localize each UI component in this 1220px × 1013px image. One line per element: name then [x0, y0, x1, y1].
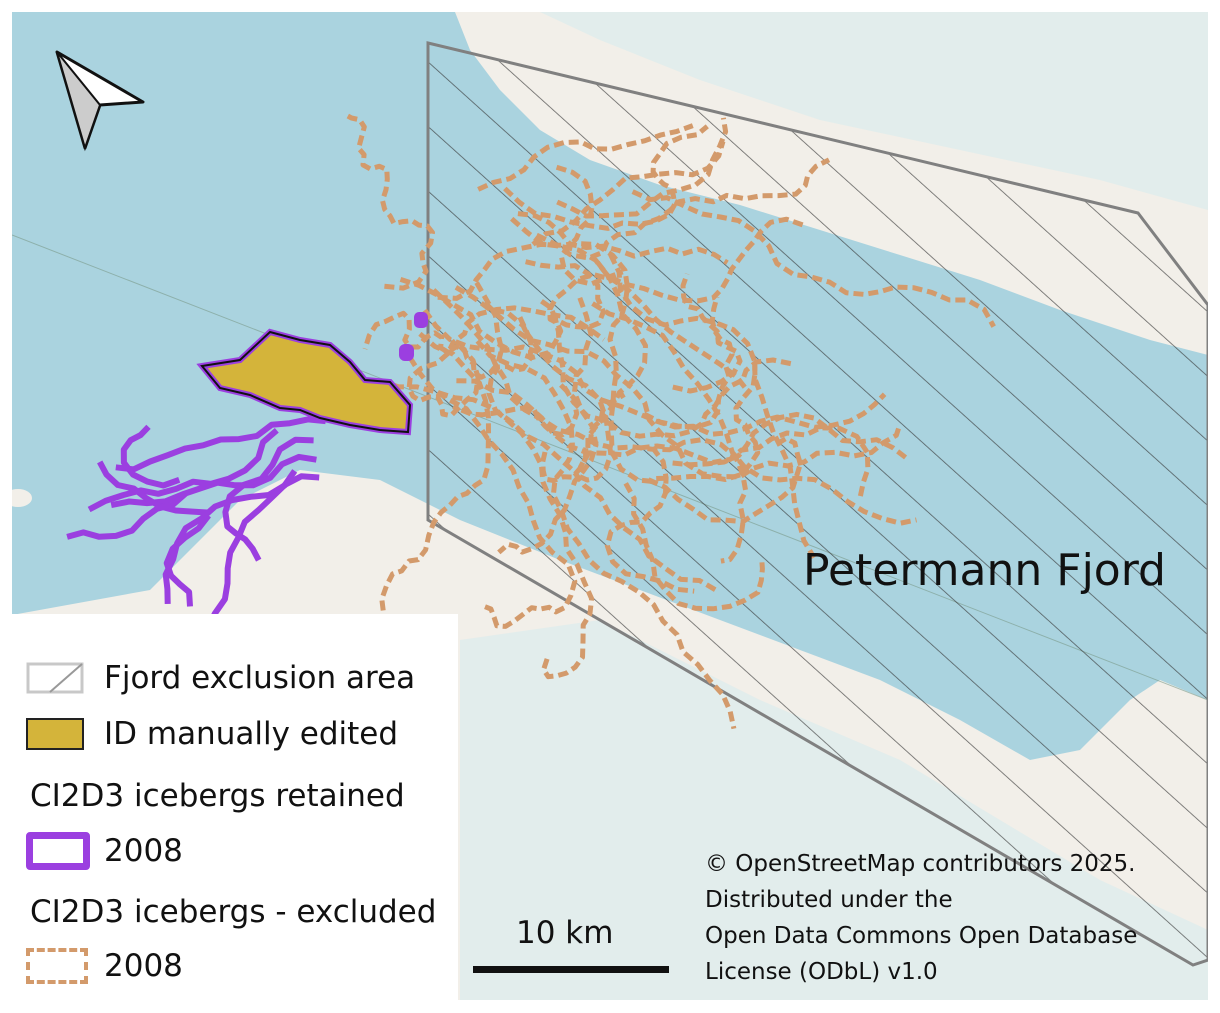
iceberg-track [531, 140, 726, 247]
iceberg-track [555, 164, 624, 287]
fill-swatch-icon [26, 718, 84, 750]
iceberg-track [475, 339, 737, 730]
attribution-line: Distributed under the [705, 887, 953, 913]
map-canvas[interactable] [12, 12, 1208, 1000]
ice-north [540, 12, 1208, 210]
manually-edited-iceberg-outline [200, 330, 412, 434]
excluded-iceberg-tracks [343, 111, 996, 730]
iceberg-track [551, 312, 792, 439]
north-arrow-icon [55, 50, 145, 152]
iceberg-track [222, 436, 314, 562]
legend-label: Fjord exclusion area [104, 660, 416, 696]
scale-bar [473, 966, 669, 973]
iceberg-track [205, 473, 320, 631]
purple-outline-swatch-icon [26, 832, 90, 870]
iceberg-track [642, 296, 735, 430]
iceberg-track [452, 383, 580, 438]
legend-group-title: CI2D3 icebergs - excluded [30, 894, 437, 930]
iceberg-track [623, 482, 765, 612]
iceberg-track [379, 378, 595, 680]
iceberg-track [604, 445, 695, 594]
legend-label: 2008 [104, 833, 183, 869]
iceberg-track [162, 469, 298, 604]
legend: Fjord exclusion area ID manually edited … [12, 614, 458, 1000]
dashed-outline-swatch-icon [26, 948, 88, 984]
legend-item-exclusion: Fjord exclusion area [26, 660, 415, 696]
scale-bar-label: 10 km [516, 915, 614, 951]
legend-item-excluded-2008: 2008 [26, 948, 183, 984]
iceberg-track [647, 436, 803, 525]
small-island [12, 489, 32, 507]
iceberg-track [540, 260, 648, 484]
iceberg-track [422, 308, 887, 437]
iceberg-track [87, 428, 279, 513]
attribution-line: © OpenStreetMap contributors 2025. [705, 851, 1136, 877]
retained-iceberg-tracks [66, 416, 326, 631]
iceberg-track [510, 216, 806, 304]
iceberg-track [399, 272, 751, 394]
iceberg-track [672, 272, 743, 394]
iceberg-track [656, 363, 761, 482]
iceberg-track [115, 416, 326, 473]
retained-iceberg-small[interactable] [414, 312, 428, 328]
hatch-swatch-icon [26, 662, 84, 694]
iceberg-track [672, 411, 909, 468]
iceberg-track [163, 513, 211, 607]
legend-group-title: CI2D3 icebergs retained [30, 778, 405, 814]
attribution-line: Open Data Commons Open Database [705, 923, 1138, 949]
iceberg-track [379, 331, 491, 666]
legend-label: ID manually edited [104, 716, 399, 752]
iceberg-track [66, 491, 188, 540]
legend-item-manually-edited: ID manually edited [26, 716, 398, 752]
iceberg-track [120, 424, 181, 489]
attribution: © OpenStreetMap contributors 2025. Distr… [705, 846, 1137, 990]
legend-label: 2008 [104, 948, 183, 984]
ice-south [460, 620, 1208, 1000]
iceberg-track [407, 355, 578, 629]
retained-iceberg-small[interactable] [399, 344, 414, 361]
iceberg-track [343, 111, 435, 291]
iceberg-track [110, 453, 317, 509]
iceberg-track [503, 124, 709, 231]
iceberg-track [591, 301, 918, 526]
attribution-line: License (ODbL) v1.0 [705, 959, 938, 985]
iceberg-track [406, 305, 606, 419]
iceberg-track [477, 123, 694, 192]
iceberg-track [631, 189, 996, 328]
iceberg-track [362, 281, 505, 380]
iceberg-track [497, 296, 599, 555]
iceberg-track [517, 211, 729, 265]
place-label-petermann-fjord: Petermann Fjord [803, 545, 1166, 596]
iceberg-track [525, 259, 606, 330]
iceberg-track [97, 460, 210, 516]
legend-item-retained-2008: 2008 [26, 832, 183, 870]
